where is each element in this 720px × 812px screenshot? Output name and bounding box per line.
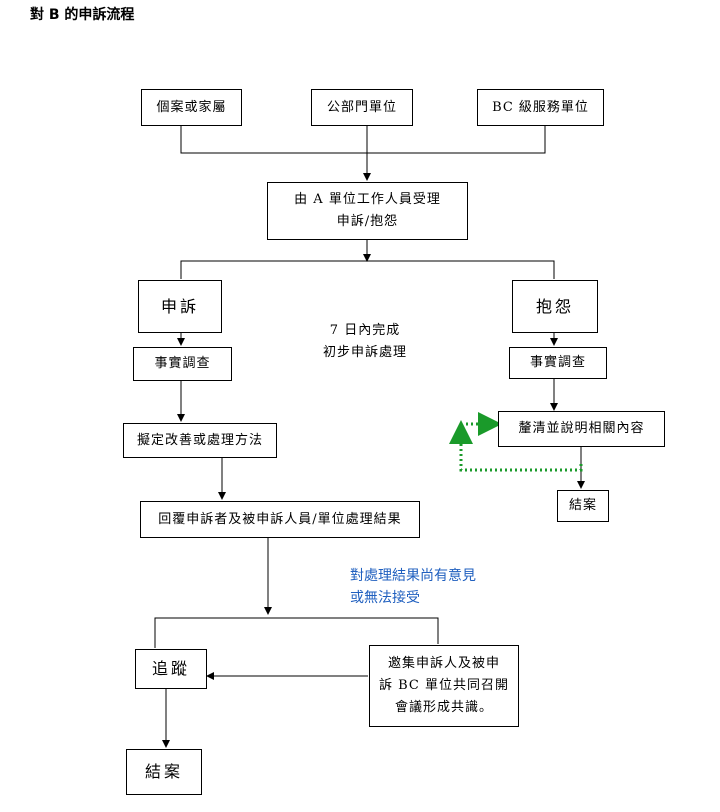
- close-right-label: 結案: [568, 498, 597, 513]
- track-meeting-connector: [154, 617, 439, 648]
- track-label: 追蹤: [151, 659, 190, 678]
- clarify-label: 釐清並說明相關內容: [518, 421, 645, 436]
- deadline-label-1: 7 日內完成: [329, 323, 401, 338]
- meeting-label-2: 訴 BC 單位共同召開: [378, 678, 509, 693]
- fact-check-right-label: 事實調查: [529, 355, 586, 370]
- intake-box: 由 A 單位工作人員受理 申訴/抱怨: [267, 182, 468, 240]
- close-bottom-label: 結案: [144, 762, 183, 781]
- meeting-label-3: 會議形成共識。: [394, 700, 493, 715]
- objection-label-2: 或無法接受: [350, 590, 420, 606]
- split-line: [180, 260, 555, 279]
- plan-label: 擬定改善或處理方法: [136, 432, 263, 448]
- deadline-label-2: 初步申訴處理: [322, 345, 407, 360]
- reply-box: 回覆申訴者及被申訴人員/單位處理結果: [140, 501, 420, 538]
- plan-box: 擬定改善或處理方法: [123, 423, 277, 458]
- reply-label: 回覆申訴者及被申訴人員/單位處理結果: [158, 511, 402, 527]
- meeting-box: 邀集申訴人及被申 訴 BC 單位共同召開 會議形成共識。: [369, 645, 519, 727]
- clarify-loop-arrow: [449, 420, 583, 472]
- fact-check-left-label: 事實調查: [154, 356, 211, 371]
- objection-note: 對處理結果尚有意見 或無法接受: [350, 565, 476, 609]
- close-right-box: 結案: [557, 490, 609, 522]
- source-public-box: 公部門單位: [311, 89, 413, 126]
- page-title: 對 B 的申訴流程: [30, 7, 135, 23]
- grievance-box: 抱怨: [512, 280, 598, 333]
- meeting-label-1: 邀集申訴人及被申: [387, 656, 500, 671]
- intake-label-2: 申訴/抱怨: [336, 214, 399, 229]
- sources-merge-line: [180, 125, 546, 154]
- close-bottom-box: 結案: [126, 749, 202, 795]
- fact-check-left-box: 事實調查: [133, 347, 232, 381]
- grievance-label: 抱怨: [535, 296, 574, 316]
- source-public-label: 公部門單位: [326, 99, 397, 115]
- intake-label-1: 由 A 單位工作人員受理: [294, 192, 441, 207]
- complaint-box: 申訴: [138, 280, 222, 333]
- source-bc-label: BC 級服務單位: [492, 99, 589, 115]
- source-individual-box: 個案或家屬: [141, 89, 242, 126]
- deadline-note: 7 日內完成 初步申訴處理: [300, 318, 430, 366]
- track-box: 追蹤: [135, 649, 207, 689]
- fact-check-right-box: 事實調查: [509, 347, 607, 379]
- source-bc-box: BC 級服務單位: [477, 89, 604, 126]
- objection-label-1: 對處理結果尚有意見: [350, 568, 476, 584]
- clarify-box: 釐清並說明相關內容: [498, 411, 665, 447]
- complaint-label: 申訴: [160, 296, 199, 316]
- source-individual-label: 個案或家屬: [156, 99, 227, 115]
